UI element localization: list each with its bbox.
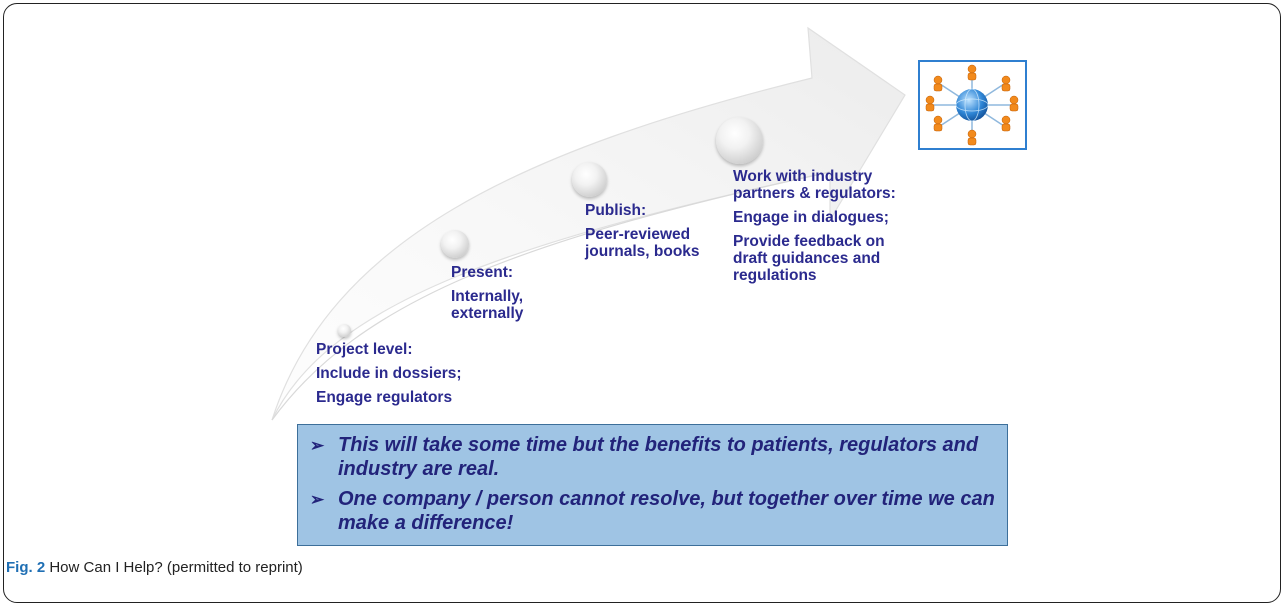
stage-title: Project level:	[316, 341, 413, 358]
stage-line: Provide feedback on draft guidances and …	[733, 233, 885, 284]
global-network-people-icon	[918, 60, 1027, 150]
stage-project: Project level: Include in dossiers; Enga…	[316, 341, 556, 413]
stage-line: Engage in dialogues;	[733, 209, 889, 226]
stage-line: Internally, externally	[451, 288, 524, 322]
arrow-bullet-icon: ➢	[310, 436, 325, 455]
stage-work: Work with industry partners & regulators…	[733, 168, 898, 291]
callout-text: One company / person cannot resolve, but…	[338, 488, 995, 534]
stage-publish: Publish: Peer-reviewed journals, books	[585, 202, 720, 267]
stage-marker-work	[716, 117, 763, 164]
summary-callout: ➢ This will take some time but the benef…	[297, 424, 1008, 546]
stage-marker-project	[338, 324, 351, 337]
figure-caption: Fig. 2 How Can I Help? (permitted to rep…	[6, 559, 303, 576]
stage-title: Present:	[451, 264, 514, 281]
stage-line: Engage regulators	[316, 389, 453, 406]
stage-marker-present	[441, 230, 469, 258]
stage-title: Work with industry partners & regulators…	[733, 168, 896, 202]
stage-line: Peer-reviewed journals, books	[585, 226, 700, 260]
callout-text: This will take some time but the benefit…	[338, 434, 979, 480]
stage-title: Publish:	[585, 202, 647, 219]
arrow-bullet-icon: ➢	[310, 490, 325, 509]
callout-bullet: ➢ This will take some time but the benef…	[310, 433, 995, 481]
stage-present: Present: Internally, externally	[451, 264, 546, 329]
callout-bullet: ➢ One company / person cannot resolve, b…	[310, 487, 995, 535]
stage-line: Include in dossiers;	[316, 365, 462, 382]
caption-text: How Can I Help? (permitted to reprint)	[49, 559, 303, 576]
stage-marker-publish	[572, 162, 607, 197]
caption-label: Fig. 2	[6, 559, 46, 576]
